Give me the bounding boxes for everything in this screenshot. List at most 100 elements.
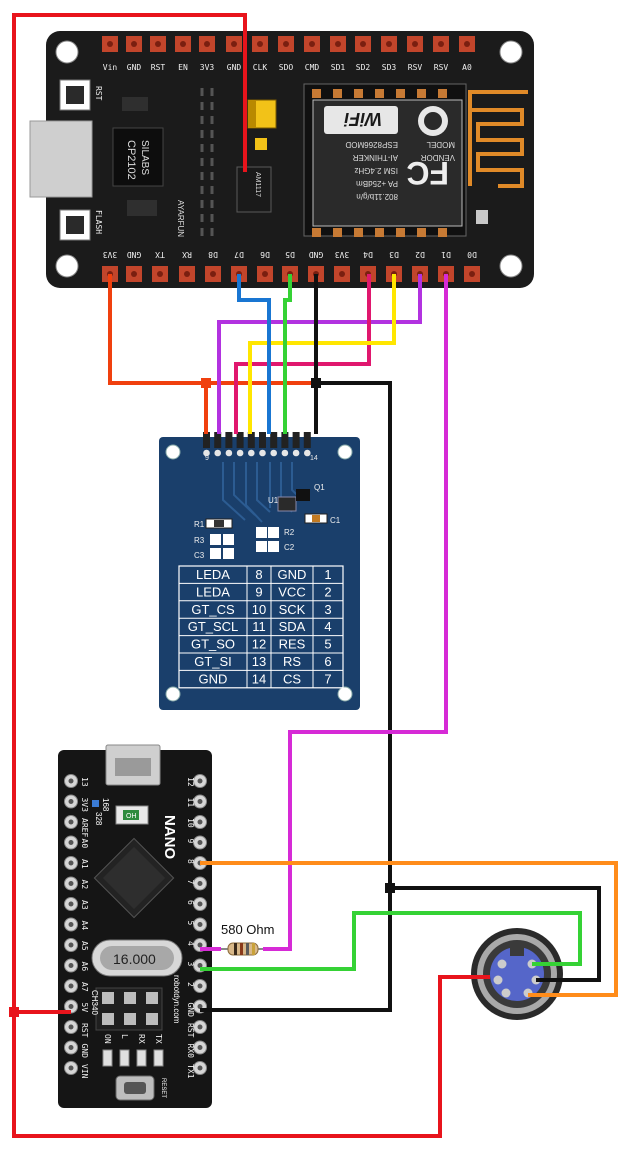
esp-top-pin-label: RST (151, 63, 166, 72)
esp-bottom-pin-label: 3V3 (103, 250, 118, 259)
display-header-pad (292, 449, 300, 457)
table-cell: 3 (324, 602, 331, 617)
display-header-pin (259, 432, 266, 448)
nano-left-pin-label: VIN (80, 1064, 89, 1079)
flash-label: FLASH (94, 210, 103, 234)
display-header-pad (259, 449, 266, 457)
table-cell: GND (199, 671, 228, 686)
part-r1: R1 (194, 520, 205, 529)
esp-top-pin-label: SDO (279, 63, 294, 72)
display-hole (337, 444, 353, 460)
module-model-label: MODEL (426, 140, 455, 149)
nano-right-pin-label: GND (186, 1003, 195, 1018)
esp-top-pin-label: Vin (103, 63, 118, 72)
module-fcc: FC (406, 155, 449, 191)
nano-left-pin-label: 5V (80, 1003, 89, 1013)
display-header-pin (214, 432, 222, 448)
purple-wire (217, 274, 422, 434)
usb-chip-label: CP2102 (125, 140, 137, 180)
nano-left-pin-label: A6 (80, 962, 89, 972)
esp-top-pin-label: SD3 (382, 63, 397, 72)
esp-bottom-pin-label: D0 (467, 250, 477, 259)
module-pa: PA +25dBm (356, 179, 398, 188)
green-wire (283, 274, 292, 434)
mark-328: 328 (94, 812, 103, 826)
module-vendor: AI-THINKER (352, 153, 398, 162)
nano-led (102, 1049, 113, 1067)
crystal-label: 16.000 (113, 951, 156, 967)
red-power-wire (12, 13, 490, 1138)
table-cell: 1 (324, 567, 331, 582)
pcb-tracks (200, 88, 214, 240)
blue-wire (237, 274, 271, 434)
table-cell: CS (283, 671, 301, 686)
ps2-pin (493, 975, 503, 985)
nano-left-pin-label: A4 (80, 921, 89, 931)
nano-right-pin-label: 10 (186, 818, 195, 828)
table-cell: 2 (324, 584, 331, 599)
mounting-hole (55, 40, 79, 64)
part-q1: Q1 (314, 483, 325, 492)
esp-bottom-pin-label: 3V3 (335, 250, 350, 259)
table-cell: 10 (252, 602, 266, 617)
mark-168-box (92, 800, 99, 807)
table-cell: LEDA (196, 567, 230, 582)
display-header-pin (303, 432, 311, 448)
table-cell: RES (279, 637, 306, 652)
capacitor-small (255, 138, 267, 150)
part-c3: C3 (194, 551, 205, 560)
nano-left-pin-label: A0 (80, 839, 89, 849)
table-cell: LEDA (196, 584, 230, 599)
nano-left-pin-label: RST (80, 1023, 89, 1038)
esp-bottom-pin-label: D5 (285, 250, 295, 259)
display-header-pin (281, 432, 289, 448)
nano-regulator: CH340 (90, 990, 99, 1015)
voltage-regulator (236, 166, 272, 213)
nano-right-pin-label: RST (186, 1023, 195, 1038)
table-cell: GT_SO (191, 637, 235, 652)
ps2-connector (471, 928, 563, 1020)
wire-junction (385, 883, 395, 893)
part-c1: C1 (330, 516, 341, 525)
oh-label: OH (126, 813, 137, 820)
nano-right-pin-label: RX0 (186, 1044, 195, 1059)
nano-led-label: RX (137, 1034, 146, 1044)
display-header-pad (281, 449, 289, 457)
table-cell: 4 (324, 619, 331, 634)
display-header-pin (247, 432, 255, 448)
esp-bottom-pin-label: D1 (441, 250, 451, 259)
esp-bottom-pin-label: D2 (415, 250, 425, 259)
module-model: ESP8266MOD (345, 140, 398, 149)
nano-left-pin-label: GND (80, 1044, 89, 1059)
display-header-pad (248, 449, 255, 457)
module-pads (312, 89, 447, 237)
table-cell: 5 (324, 637, 331, 652)
module-wifi-logo: WiFi (343, 109, 382, 129)
module-vendor-label: VENDOR (421, 153, 455, 162)
magenta-wire (263, 274, 448, 951)
mark-168: 168 (101, 798, 110, 812)
nano-left-pin-label: A1 (80, 859, 89, 869)
table-cell: VCC (278, 584, 305, 599)
display-pin-last-label: 14 (310, 455, 318, 462)
crimson-wire (234, 274, 371, 434)
wires (9, 13, 618, 1138)
display-header-pad (270, 449, 278, 457)
esp-top-pin-label: RSV (434, 63, 449, 72)
nano-right-pin-label: 11 (186, 798, 195, 808)
display-header-pin (270, 432, 278, 448)
display-header-pin (225, 432, 233, 448)
table-cell: 12 (252, 637, 266, 652)
esp-bottom-pin-label: TX (155, 250, 165, 259)
display-hole (337, 686, 353, 702)
table-cell: 13 (252, 654, 266, 669)
resistor-label: 580 Ohm (221, 922, 274, 937)
nano-name: NANO (161, 815, 178, 859)
black-ps2-wire (390, 886, 601, 982)
nano-left-pin-label: 3V3 (80, 798, 89, 813)
module-ism: ISM 2.4GHz (354, 166, 398, 175)
